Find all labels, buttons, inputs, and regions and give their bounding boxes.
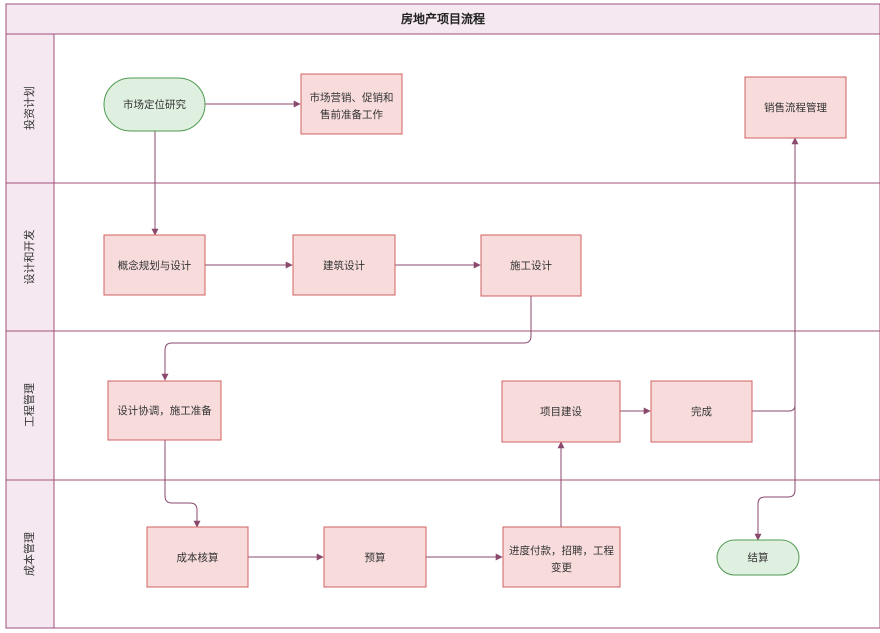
node-marketing-presale: 市场营销、促销和 售前准备工作	[300, 73, 403, 135]
node-build-label: 项目建设	[540, 405, 582, 418]
node-progress-payment: 进度付款，招聘，工程 变更	[502, 526, 621, 588]
node-cost-label: 成本核算	[177, 551, 219, 564]
node-cost-accounting: 成本核算	[146, 526, 249, 588]
node-settle-label: 结算	[748, 551, 769, 564]
edge-construction-design-to-coord	[161, 296, 532, 381]
node-marketing-label-line1: 市场营销、促销和	[310, 91, 394, 104]
lane-label-cost-management: 成本管理	[22, 532, 36, 576]
node-construction-design: 施工设计	[480, 234, 582, 297]
node-project-construction: 项目建设	[501, 380, 621, 443]
edge-coord-to-cost	[164, 440, 201, 528]
node-design-coordination: 设计协调，施工准备	[107, 380, 222, 441]
node-progress-label-line1: 进度付款，招聘，工程	[509, 544, 614, 557]
lane-label-design-development: 设计和开发	[22, 230, 36, 285]
lane-label-investment-planning: 投资计划	[22, 86, 36, 130]
node-architectural-design: 建筑设计	[292, 234, 396, 296]
node-progress-label-line2: 变更	[551, 561, 572, 574]
node-complete: 完成	[650, 380, 753, 443]
node-complete-label: 完成	[691, 405, 712, 418]
node-sales-process-management: 销售流程管理	[744, 76, 847, 139]
edges	[151, 100, 799, 561]
node-budget: 预算	[323, 526, 427, 588]
node-market-label: 市场定位研究	[123, 98, 186, 111]
node-marketing-label-line2: 售前准备工作	[320, 108, 383, 121]
node-concept-label: 概念规划与设计	[118, 259, 192, 272]
node-market-positioning-research: 市场定位研究	[103, 77, 206, 132]
diagram-title-text: 房地产项目流程	[401, 11, 485, 26]
node-budget-label: 预算	[365, 551, 386, 564]
lane-label-engineering-management: 工程管理	[22, 383, 36, 427]
node-arch-label: 建筑设计	[323, 259, 365, 272]
node-concept-planning-design: 概念规划与设计	[103, 234, 206, 296]
diagram-title: 房地产项目流程	[5, 3, 880, 35]
edge-sales-to-settle	[754, 138, 796, 541]
node-construction-design-label: 施工设计	[510, 259, 552, 272]
node-settlement: 结算	[716, 539, 800, 576]
node-coord-label: 设计协调，施工准备	[117, 404, 212, 417]
node-sales-label: 销售流程管理	[764, 101, 827, 114]
